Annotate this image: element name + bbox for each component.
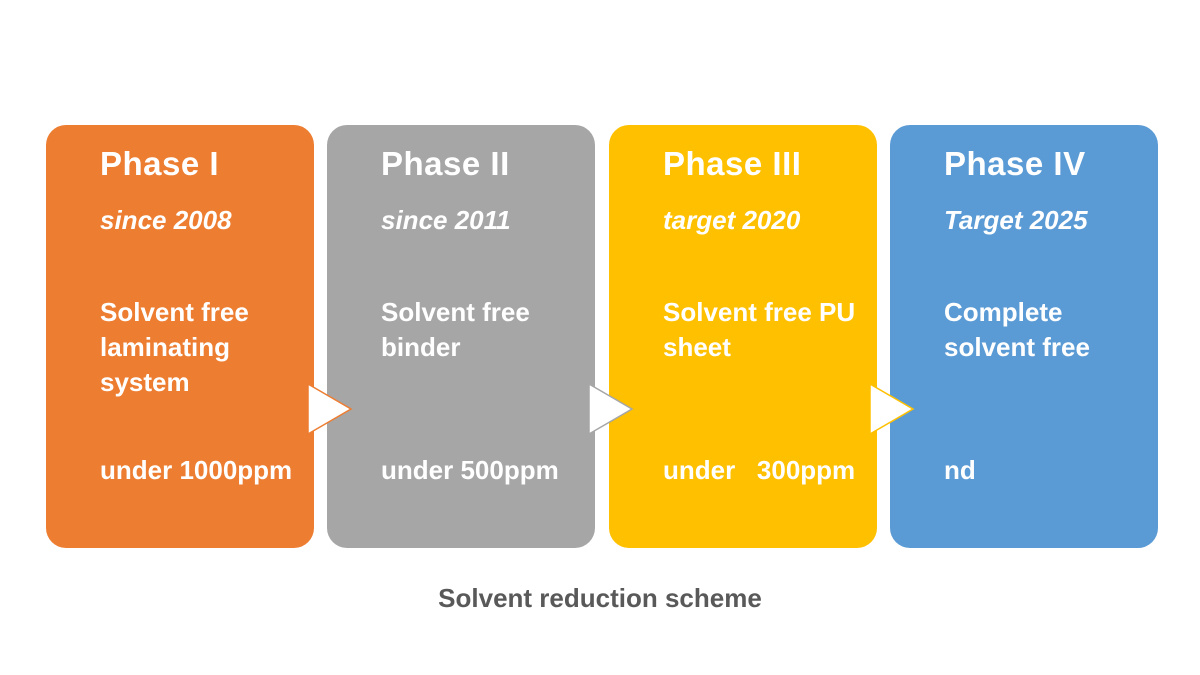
phase-limit: under 500ppm (381, 455, 559, 485)
phase-card-4: Phase IV Target 2025 Complete solvent fr… (890, 125, 1158, 548)
phase-limit: under 1000ppm (100, 455, 293, 485)
phase-limit: under 300ppm (663, 455, 856, 485)
phase-period: since 2011 (381, 205, 511, 235)
phase-title: Phase IV (944, 145, 1086, 182)
right-arrow-icon (868, 382, 916, 436)
diagram-caption: Solvent reduction scheme (438, 583, 762, 613)
phase-limit: nd (944, 455, 976, 485)
phase-period: Target 2025 (944, 205, 1088, 235)
phase-card-2: Phase II since 2011 Solvent free binder … (327, 125, 595, 548)
phase-period: target 2020 (663, 205, 801, 235)
phase-description: Complete solvent free (944, 297, 1090, 362)
phase-card-3: Phase III target 2020 Solvent free PU sh… (609, 125, 877, 548)
phase-description: Solvent free binder (381, 297, 530, 362)
phase-description: Solvent free PU sheet (663, 297, 856, 362)
right-arrow-icon (587, 382, 635, 436)
right-arrow-icon (306, 382, 354, 436)
phase-card-1: Phase I since 2008 Solvent free laminati… (46, 125, 314, 548)
phase-period: since 2008 (100, 205, 232, 235)
phase-description: Solvent free laminating system (100, 297, 249, 397)
phase-title: Phase I (100, 145, 220, 182)
phase-title: Phase II (381, 145, 510, 182)
phase-title: Phase III (663, 145, 802, 182)
